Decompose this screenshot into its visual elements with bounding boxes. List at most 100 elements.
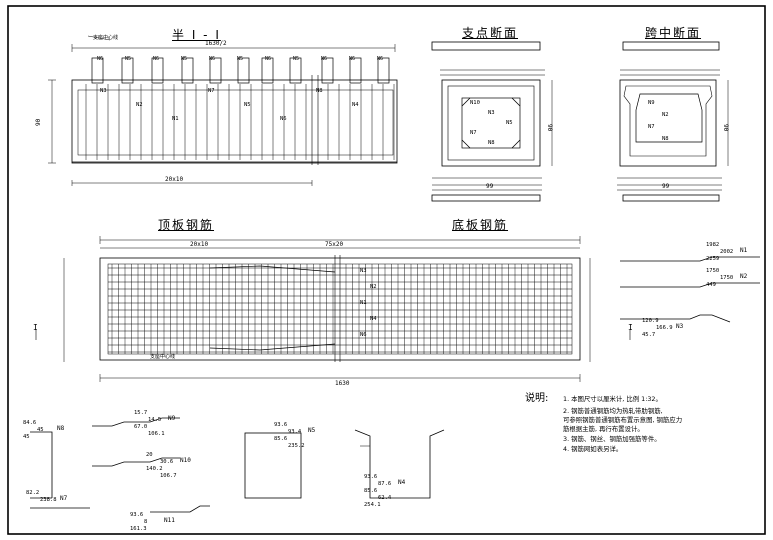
rebar-shape-value: 161.3: [130, 526, 147, 532]
rebar-shape-value: 45: [23, 434, 30, 440]
rebar-mark: N5: [181, 56, 187, 62]
note-line: 2. 钢筋普通钢筋均为热轧带肋钢筋,: [563, 407, 663, 415]
section-view: [48, 35, 398, 186]
rebar-shape-mark: N9: [168, 415, 176, 422]
rebar-shape-value: 85.6: [274, 436, 287, 442]
rebar-mark: N2: [662, 112, 669, 118]
midspan-section-view: [617, 41, 729, 202]
rebar-shape-value: 93.6: [364, 474, 377, 480]
rebar-shape-value: 106.7: [160, 473, 177, 479]
rebar-mark: N7: [648, 124, 655, 130]
rebar-shape-value: 15.7: [134, 410, 147, 416]
rebar-shape-value: 1982: [706, 242, 719, 248]
support-width: 99: [486, 183, 494, 190]
bottom-slab-title: 底板钢筋: [452, 218, 509, 232]
rebar-mark: N1: [360, 300, 367, 306]
plan-centerline: 支座中心线: [150, 353, 175, 360]
rebar-shape-mark: N7: [60, 495, 68, 502]
rebar-mark: N5: [237, 56, 243, 62]
rebar-shape-value: 93.4: [288, 429, 302, 435]
rebar-mark: N8: [488, 140, 495, 146]
note-line: 可参照钢筋普通钢筋布置示意图, 钢筋应力: [563, 416, 683, 424]
rebar-shape-value: 93.6: [130, 512, 143, 518]
rebar-shape-value: 85.6: [364, 488, 377, 494]
section-height: 90: [35, 118, 42, 126]
rebar-mark: N5: [244, 102, 251, 108]
rebar-shape-value: 106.1: [148, 431, 165, 437]
rebar-mark: N8: [316, 88, 323, 94]
rebar-shape-value: 45.7: [642, 332, 655, 338]
rebar-shape-value: 449: [706, 282, 716, 288]
note-line: 4. 钢筋网如表另详。: [563, 445, 623, 453]
rebar-mark: N2: [136, 102, 143, 108]
sheet-border: [7, 5, 766, 535]
rebar-mark: N5: [293, 56, 299, 62]
rebar-shapes-right: [620, 256, 760, 323]
rebar-shape-value: 235.2: [288, 443, 305, 449]
rebar-mark: N6: [209, 56, 215, 62]
rebar-shape-value: 14.5: [148, 417, 161, 423]
midspan-section-title: 跨中断面: [645, 26, 702, 40]
rebar-mark: N10: [470, 100, 480, 106]
rebar-mark: N1: [172, 116, 179, 122]
rebar-mark: N6: [321, 56, 327, 62]
plan-dim-left: 20x10: [190, 241, 208, 248]
section-mark-left: I: [33, 323, 38, 332]
rebar-shape-mark: N4: [398, 479, 406, 486]
rebar-shape-value: 62.4: [378, 495, 392, 501]
rebar-shape-value: 1750: [720, 275, 733, 281]
rebar-shape-value: 8: [144, 519, 147, 525]
rebar-shape-value: 2002: [720, 249, 733, 255]
rebar-mark: N4: [352, 102, 359, 108]
rebar-shape-value: 93.6: [274, 422, 287, 428]
rebar-mark: N6: [280, 116, 287, 122]
rebar-mark: N6: [265, 56, 271, 62]
rebar-shape-value: 20: [146, 452, 153, 458]
rebar-shape-mark: N3: [676, 323, 684, 330]
rebar-shape-value: 30.6: [160, 459, 173, 465]
rebar-shape-value: 1750: [706, 268, 719, 274]
rebar-mark: N5: [506, 120, 513, 126]
rebar-shape-value: 166.9: [656, 325, 673, 331]
rebar-shape-value: 2259: [706, 256, 719, 262]
rebar-shape-mark: N11: [164, 517, 175, 524]
notes-heading: 说明:: [525, 393, 549, 404]
rebar-mark: N4: [370, 316, 377, 322]
rebar-mark: N9: [648, 100, 655, 106]
rebar-mark: N3: [360, 268, 367, 274]
rebar-shape-mark: N8: [57, 425, 65, 432]
support-section-view: [431, 41, 553, 202]
section-title: 半 I - I: [172, 28, 221, 42]
rebar-mark: N6: [153, 56, 159, 62]
rebar-shape-value: 140.2: [146, 466, 163, 472]
midspan-height: 90: [722, 124, 729, 132]
rebar-mark: N8: [662, 136, 669, 142]
rebar-shape-value: 67.0: [134, 424, 147, 430]
rebar-mark: N3: [100, 88, 107, 94]
rebar-shape-value: 238.8: [40, 497, 57, 503]
rebar-mark: N6: [349, 56, 355, 62]
note-line: 3. 钢筋、钢丝、钢筋加强筋等件。: [563, 435, 661, 443]
rebar-shape-mark: N2: [740, 273, 748, 280]
rebar-shape-value: 120.9: [642, 318, 659, 324]
midspan-width: 99: [662, 183, 670, 190]
rebar-shapes-bottom: [30, 417, 445, 513]
rebar-mark: N6: [360, 332, 367, 338]
rebar-mark: N7: [470, 130, 477, 136]
rebar-shape-value: 45: [37, 427, 44, 433]
support-section-title: 支点断面: [462, 26, 519, 40]
section-bottom-dim: 20x10: [165, 176, 183, 183]
rebar-shape-value: 82.2: [26, 490, 39, 496]
rebar-shape-mark: N1: [740, 247, 748, 254]
rebar-mark: N7: [208, 88, 215, 94]
slab-plan-view: [35, 236, 631, 382]
rebar-mark: N5: [125, 56, 131, 62]
drawing-text: 1630/2 20x10 支座中心线 90 99 90 99 90 20x10 …: [33, 34, 729, 387]
support-height: 90: [546, 124, 553, 132]
section-mark-right: I: [628, 323, 633, 332]
section-centerline: 支座中心线: [93, 34, 118, 41]
rebar-mark: N6: [97, 56, 103, 62]
